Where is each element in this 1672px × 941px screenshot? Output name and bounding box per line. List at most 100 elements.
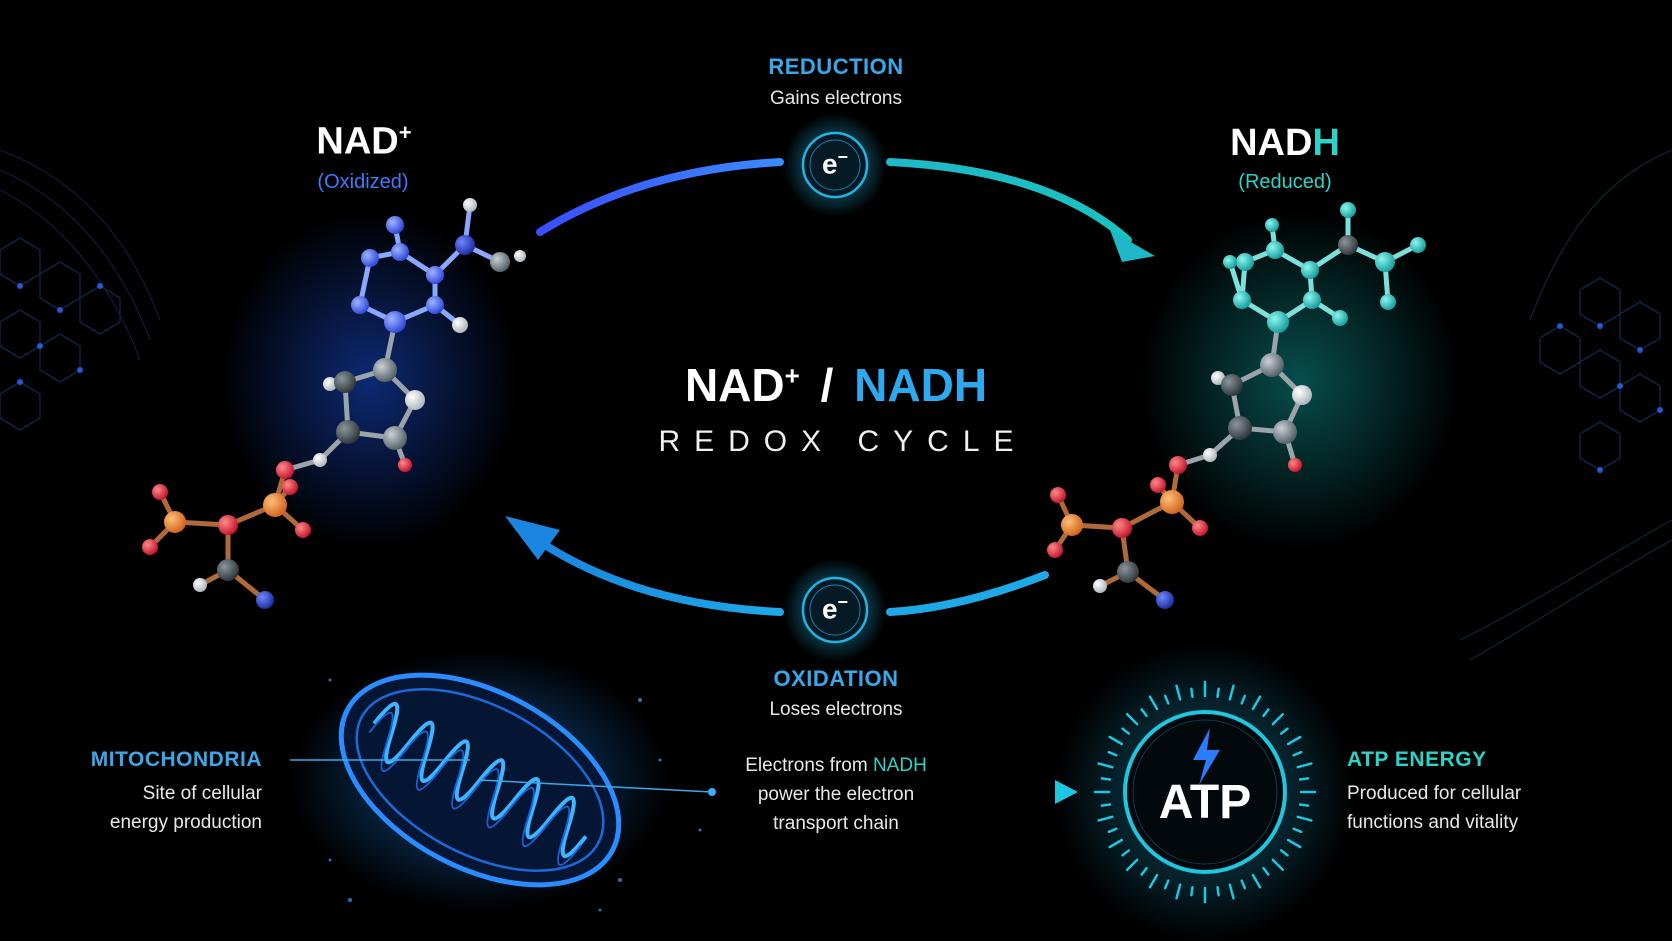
atp-ring-tick (1190, 687, 1194, 699)
atp-energy-label: ATP ENERGY (1347, 748, 1487, 771)
atp-ring-tick (1228, 883, 1235, 900)
atp-ring-tick (1140, 866, 1148, 876)
atp-ring-tick (1148, 873, 1159, 889)
nadh-label: NADH (1230, 122, 1340, 165)
atp-ring-tick (1121, 849, 1131, 857)
nad-label: NAD+ (316, 120, 411, 164)
atp-ring-tick (1228, 684, 1235, 701)
title-nad-sup: + (784, 360, 800, 391)
electron-flow-accent: NADH (872, 755, 927, 776)
atp-ring-tick (1163, 879, 1170, 890)
electron-symbol-bottom: e (821, 593, 838, 625)
electron-icon: e− (822, 147, 848, 180)
mitochondrion-illustration (290, 650, 702, 912)
nadh-state: (Reduced) (1238, 171, 1332, 193)
atp-ring-tick (1271, 858, 1285, 872)
atp-ring-tick (1175, 883, 1182, 900)
background-hex-network-right (1459, 149, 1672, 661)
nad-sup: + (398, 120, 412, 145)
electron-charge-bottom: − (837, 592, 849, 612)
background-hex-network-left (0, 149, 161, 431)
nad-state: (Oxidized) (317, 171, 409, 193)
atp-ring-tick (1271, 712, 1285, 726)
electron-flow-line2: power the electron (757, 784, 915, 805)
atp-ring-tick (1148, 695, 1159, 711)
nad-name: NAD (316, 120, 399, 163)
atp-ring-tick (1140, 708, 1148, 718)
atp-ring-tick (1121, 727, 1131, 735)
atp-ring-tick (1125, 858, 1139, 872)
atp-ring-tick (1292, 827, 1303, 834)
mitochondria-desc-line2: energy production (109, 812, 262, 833)
reduction-arc-left (536, 158, 784, 236)
nadh-glow (1140, 210, 1460, 550)
atp-ring-tick (1296, 815, 1313, 822)
atp-energy-desc: Produced for cellular functions and vita… (1347, 779, 1521, 837)
electron-badge-top (783, 113, 887, 217)
electron-flow-line1: Electrons from (745, 755, 873, 776)
electron-badge-bottom (783, 558, 887, 662)
electron-icon: e− (822, 592, 848, 625)
atp-ring-tick (1296, 762, 1313, 769)
atp-ring-tick (1216, 885, 1220, 897)
electron-charge-top: − (837, 147, 849, 167)
nadh-name-main: NAD (1230, 122, 1313, 164)
atp-ring-tick (1279, 849, 1289, 857)
mitochondria-to-etc-line (479, 779, 713, 793)
reduction-desc: Gains electrons (769, 88, 903, 109)
diagram-subtitle: REDOX CYCLE (658, 425, 1028, 458)
nadh-molecule (1047, 202, 1426, 609)
atp-ring-tick (1107, 750, 1118, 757)
atp-ring-tick (1286, 735, 1302, 746)
atp-desc-line2: functions and vitality (1347, 812, 1519, 833)
atp-ring-tick (1175, 684, 1182, 701)
nad-molecule (142, 198, 526, 609)
atp-ring-tick (1108, 735, 1124, 746)
atp-ring-tick (1251, 695, 1262, 711)
title-nad: NAD (684, 359, 785, 411)
title-nadh: NADH (854, 359, 988, 411)
diagram-title: NAD+ / NADH (685, 358, 987, 412)
atp-ring-tick (1163, 694, 1170, 705)
atp-ring-tick (1262, 708, 1270, 718)
atp-ring-tick (1100, 777, 1112, 781)
electron-symbol-top: e (821, 148, 838, 180)
atp-ring-tick (1292, 750, 1303, 757)
mitochondria-label: MITOCHONDRIA (90, 748, 262, 771)
atp-ring-tick (1240, 694, 1247, 705)
background-hex-dots-right (1557, 323, 1663, 473)
electron-flow-line3: transport chain (773, 813, 899, 834)
atp-badge (1055, 642, 1355, 941)
mitochondria-desc: Site of cellular energy production (110, 779, 262, 837)
atp-ring-tick (1251, 873, 1262, 889)
title-separator: / (820, 359, 834, 411)
atp-ring-tick (1097, 815, 1114, 822)
oxidation-arc-left (541, 541, 784, 616)
atp-ring-tick (1279, 727, 1289, 735)
atp-badge-label: ATP (1158, 776, 1252, 829)
lightning-bolt-icon (1193, 728, 1220, 785)
atp-ring-tick (1286, 838, 1302, 849)
atp-ring-tick (1125, 712, 1139, 726)
background-hex-dots-left (17, 283, 103, 385)
atp-ring-tick (1097, 762, 1114, 769)
nadh-name-accent: H (1312, 122, 1340, 164)
reduction-arrowhead (1110, 230, 1155, 262)
oxidation-arc-right (886, 571, 1049, 616)
atp-ring-tick (1298, 777, 1310, 781)
reduction-arc-right (886, 158, 1132, 244)
atp-ring-tick (1107, 827, 1118, 834)
atp-ring-tick (1108, 838, 1124, 849)
oxidation-desc: Loses electrons (769, 699, 903, 720)
atp-ring-tick (1240, 879, 1247, 890)
atp-ring-tick (1190, 885, 1194, 897)
atp-ring-tick (1100, 803, 1112, 807)
atp-ring-tick (1216, 687, 1220, 699)
connector-dot (708, 788, 716, 796)
atp-ring-tick (1298, 803, 1310, 807)
reduction-label: REDUCTION (768, 54, 904, 79)
electron-flow-text: Electrons from NADH power the electron t… (745, 751, 927, 838)
atp-ring-tick (1262, 866, 1270, 876)
mitochondria-desc-line1: Site of cellular (142, 783, 262, 804)
